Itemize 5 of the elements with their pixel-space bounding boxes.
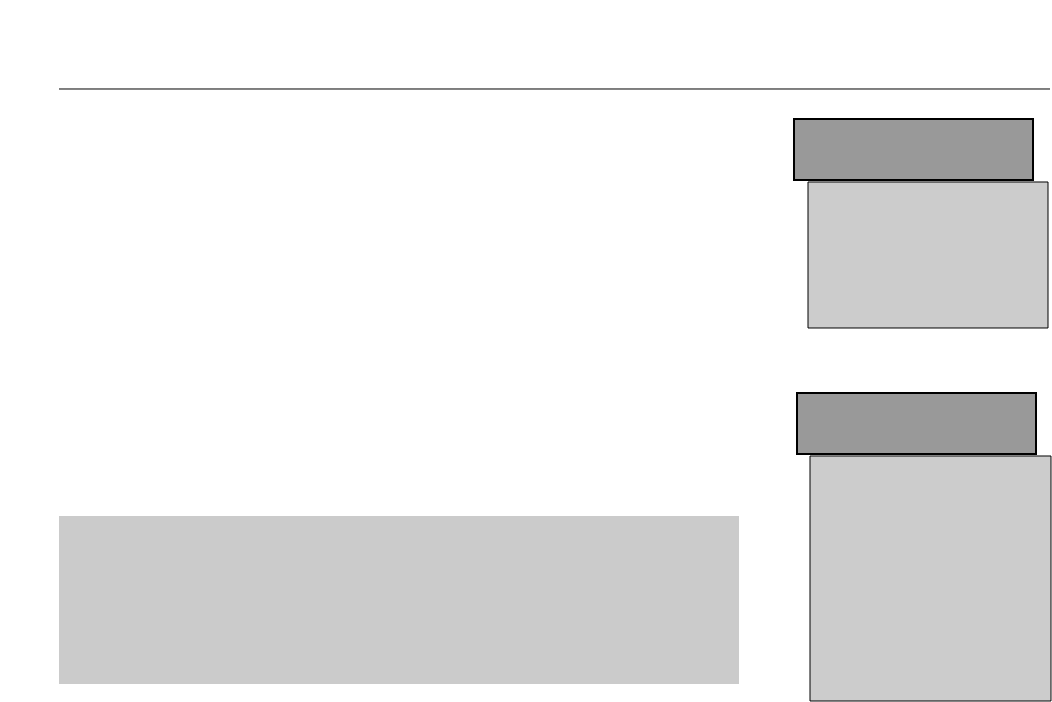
shaded-band	[59, 516, 739, 684]
panel-box	[809, 455, 1052, 702]
panel-box	[807, 181, 1049, 329]
header-box	[793, 118, 1034, 181]
header-box	[796, 392, 1037, 455]
